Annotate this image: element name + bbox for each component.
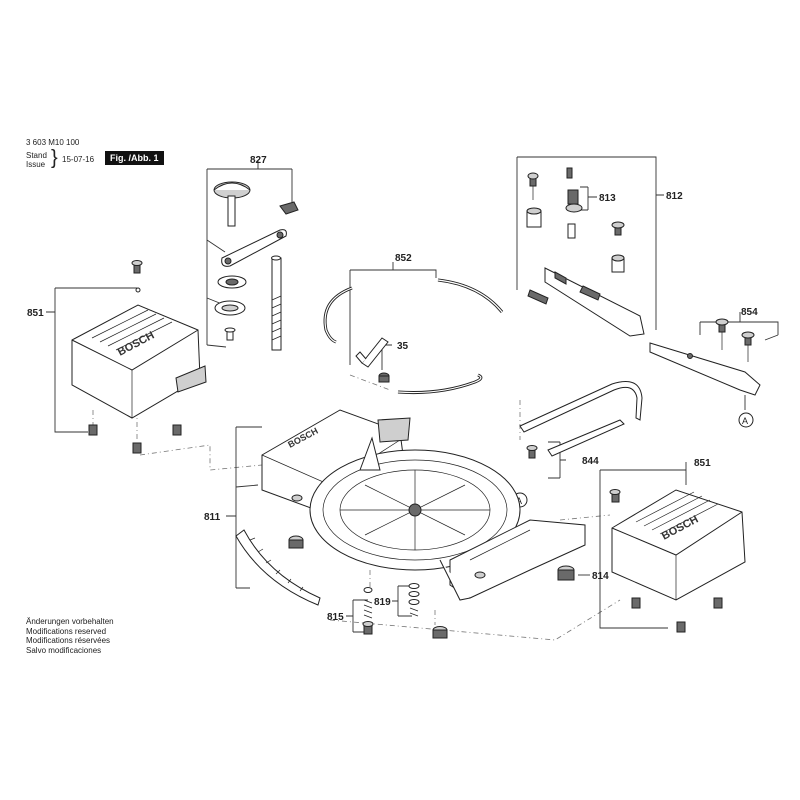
issue-label: Issue [26,160,46,169]
part-number: 3 603 M10 100 [26,138,80,147]
part-851-right-cover: BOSCH [609,489,746,633]
note-en: Modifications reserved [26,626,107,636]
callout-814: 814 [592,571,609,582]
callout-812: 812 [666,191,683,202]
callout-844: 844 [582,456,599,467]
callout-819: 819 [374,597,391,608]
part-811-angle-scale [235,529,321,606]
stand-label: Stand [26,151,47,160]
figure-label: Fig. /Abb. 1 [105,151,164,165]
note-de: Änderungen vorbehalten [26,617,114,626]
callout-813: 813 [599,193,616,204]
callout-851-left: 851 [27,308,44,319]
part-812-fence-parts [526,167,645,337]
callout-leaders [46,156,779,633]
issue-date: 15-07-16 [62,155,95,164]
callout-854: 854 [741,307,758,318]
reference-circle-a-top [738,412,754,428]
part-851-left-cover: BOSCH [71,260,207,454]
part-827-clamp-assembly [213,181,299,351]
part-814-819-815-small-parts [362,565,575,639]
part-854-plate [649,318,761,396]
callout-851-right: 851 [694,458,711,469]
callout-35: 35 [397,341,409,352]
part-844-handle [519,381,643,459]
brace-glyph: } [51,147,58,169]
notes-block: Änderungen vorbehalten Modifications res… [26,617,114,655]
reference-a-top: A [742,416,748,426]
callout-811: 811 [204,512,221,523]
callout-815: 815 [327,612,344,623]
part-35-hex-key [355,337,390,383]
part-852-rings [323,278,504,395]
callout-827: 827 [250,155,267,166]
callout-852: 852 [395,253,412,264]
note-es: Salvo modificaciones [26,645,102,655]
note-fr: Modifications réservées [26,636,111,645]
part-base-turntable: BOSCH [261,409,586,601]
